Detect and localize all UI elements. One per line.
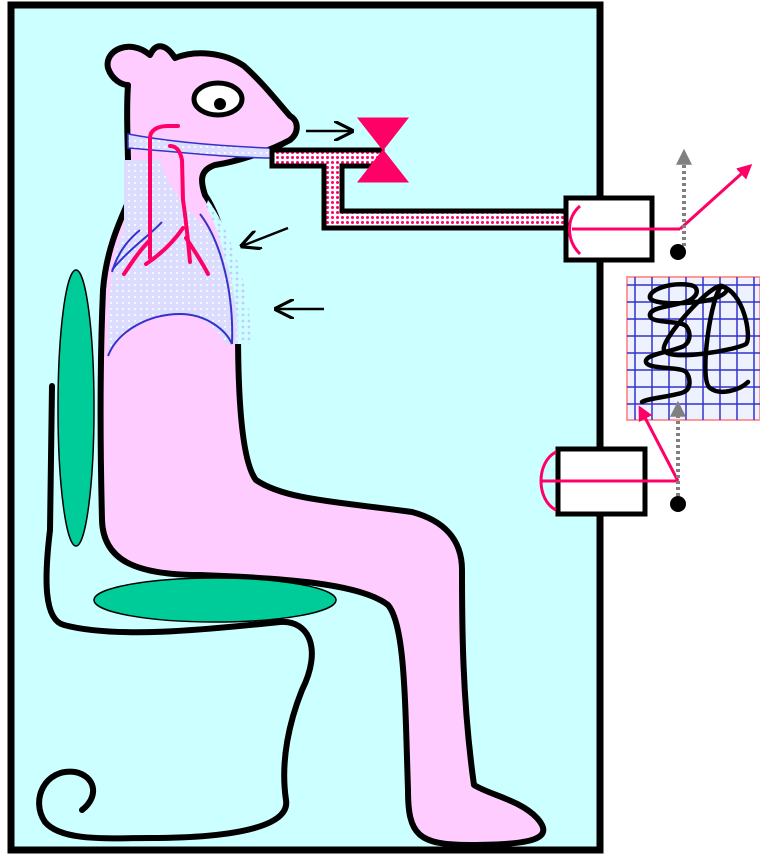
recorder-grid-icon <box>627 277 760 420</box>
chair-backrest <box>58 270 94 546</box>
pupil <box>214 98 226 110</box>
seat-cushion <box>94 578 336 622</box>
